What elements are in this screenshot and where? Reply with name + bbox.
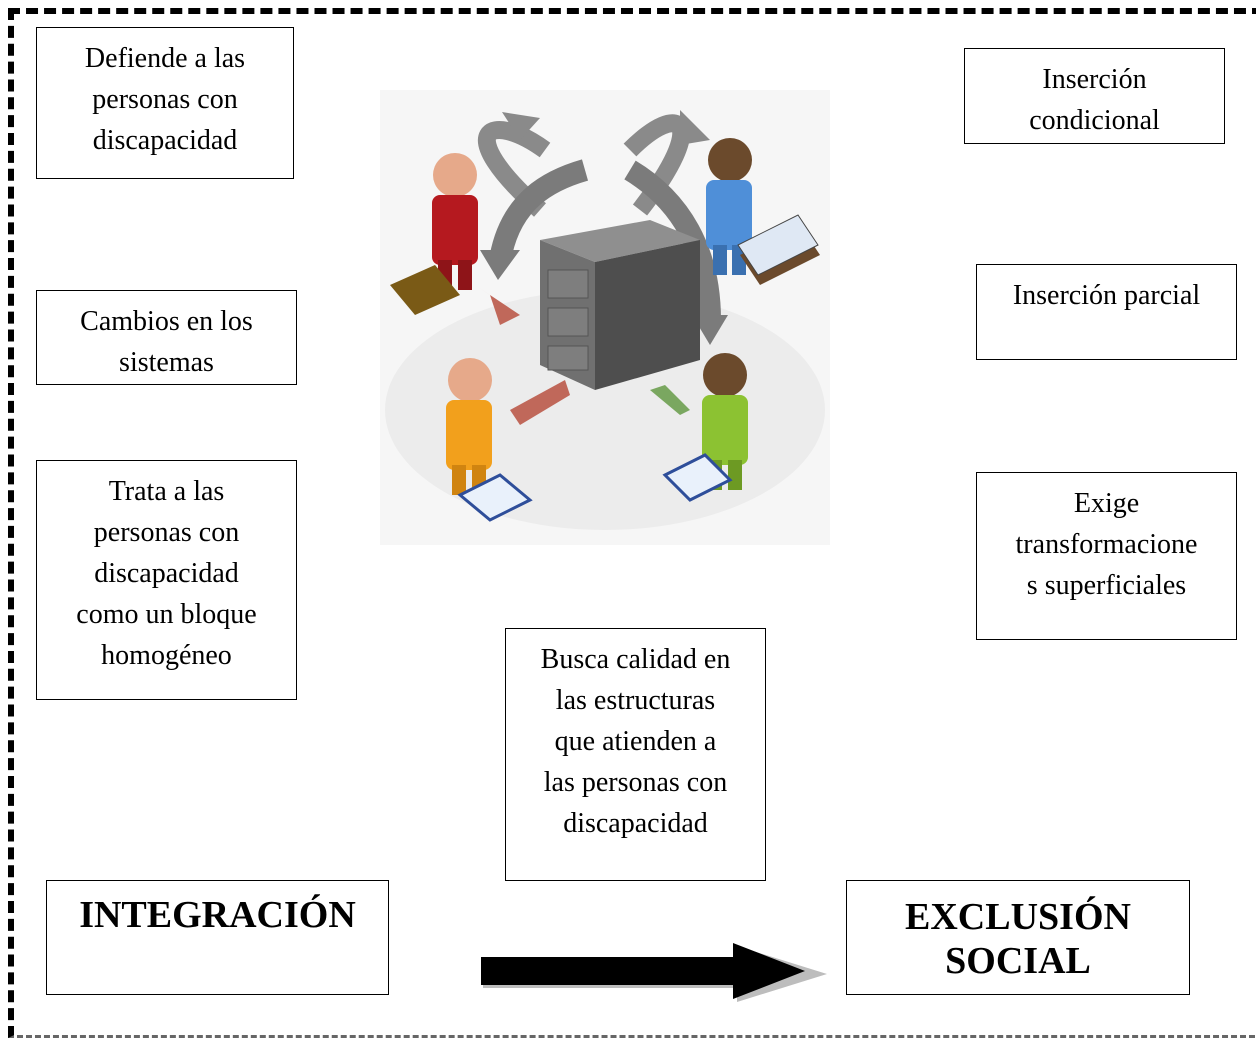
right-arrow-icon [481, 943, 827, 1002]
exclusion-box: EXCLUSIÓN SOCIAL [846, 880, 1190, 995]
box-insercion-parcial: Inserción parcial [976, 264, 1237, 360]
box-busca-calidad: Busca calidad en las estructuras que ati… [505, 628, 766, 881]
box-trata: Trata a las personas con discapacidad co… [36, 460, 297, 700]
box-exige: Exige transformacione s superficiales [976, 472, 1237, 640]
box-insercion-condicional: Inserción condicional [964, 48, 1225, 144]
people-exchange-illustration [380, 90, 830, 545]
box-cambios: Cambios en los sistemas [36, 290, 297, 385]
box-defiende: Defiende a las personas con discapacidad [36, 27, 294, 179]
integration-box: INTEGRACIÓN [46, 880, 389, 995]
dashed-frame [8, 8, 1256, 1038]
